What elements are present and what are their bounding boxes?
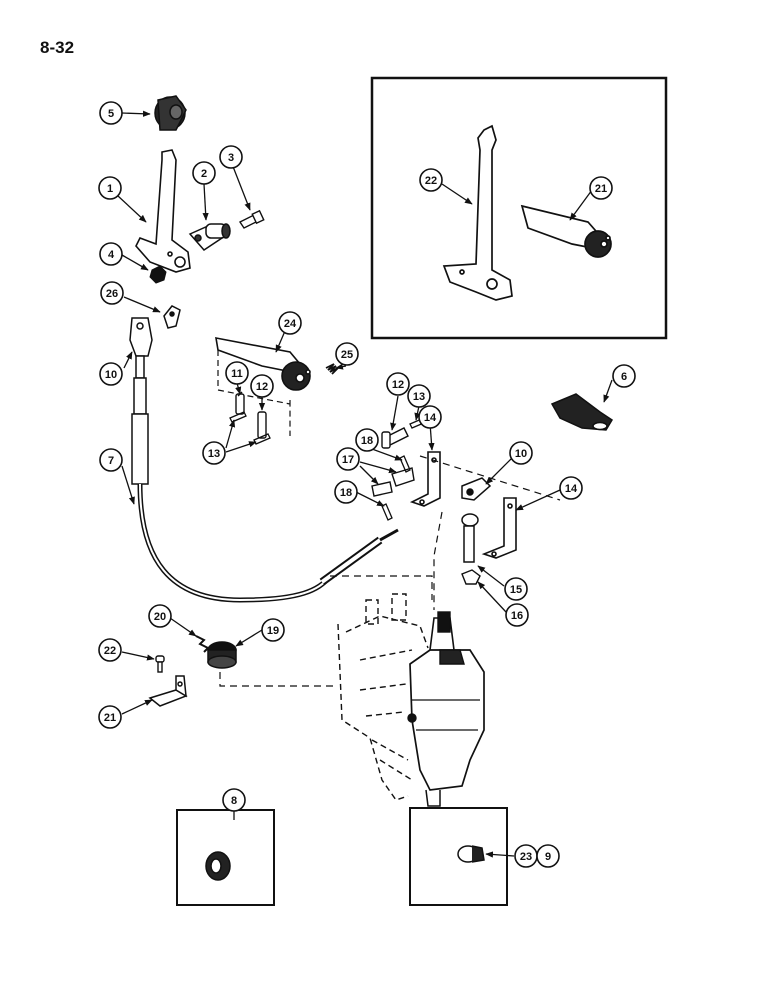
part-control-cable (131, 377, 399, 603)
callout-14-lower: 14 (559, 476, 583, 500)
svg-text:25: 25 (341, 349, 353, 361)
callout-9: 9 (536, 844, 560, 868)
svg-text:22: 22 (425, 175, 437, 187)
part-inset-bracket-21 (520, 204, 612, 258)
svg-text:7: 7 (108, 455, 114, 467)
svg-text:8: 8 (231, 795, 237, 807)
svg-text:24: 24 (284, 318, 297, 330)
svg-text:14: 14 (565, 483, 578, 495)
callout-2: 2 (192, 161, 216, 185)
callout-16: 16 (505, 603, 529, 627)
callout-6: 6 (612, 364, 636, 388)
part-inset-lever-22 (442, 124, 513, 301)
callout-25: 25 (335, 342, 359, 366)
svg-text:19: 19 (267, 625, 279, 637)
svg-text:9: 9 (545, 851, 551, 863)
part-nut-16 (461, 569, 481, 585)
callout-21-lower: 21 (98, 705, 122, 729)
part-bracket-14-upper (409, 451, 441, 507)
callout-7: 7 (99, 448, 123, 472)
callout-22-inset: 22 (419, 168, 443, 192)
svg-text:13: 13 (413, 391, 425, 403)
callout-4: 4 (99, 242, 123, 266)
callout-21-inset: 21 (589, 176, 613, 200)
callout-10-left: 10 (99, 362, 123, 386)
svg-text:2: 2 (201, 168, 207, 180)
svg-text:17: 17 (342, 454, 354, 466)
inset-box-alt-lever (370, 76, 668, 340)
svg-text:22: 22 (104, 645, 116, 657)
svg-text:26: 26 (106, 288, 118, 300)
callout-26: 26 (100, 281, 124, 305)
svg-text:12: 12 (392, 379, 404, 391)
callout-19: 19 (261, 618, 285, 642)
svg-text:21: 21 (595, 183, 607, 195)
callout-20: 20 (148, 604, 172, 628)
callout-10-right: 10 (509, 441, 533, 465)
part-spring-20 (195, 635, 210, 653)
part-mounting-bracket-6 (550, 393, 614, 431)
svg-text:16: 16 (511, 610, 523, 622)
part-clevis-right (461, 477, 492, 501)
inset-box-part-23-9 (409, 807, 508, 906)
svg-text:6: 6 (621, 371, 627, 383)
part-nut-4 (149, 265, 167, 284)
callout-5: 5 (99, 101, 123, 125)
part-plug-23-9 (457, 845, 485, 863)
part-grip-sleeve (154, 95, 187, 131)
svg-text:23: 23 (520, 851, 532, 863)
svg-text:12: 12 (256, 381, 268, 393)
part-bracket-21 (148, 675, 188, 707)
callout-8: 8 (222, 788, 246, 812)
part-pins-11-12 (235, 391, 267, 439)
callout-3: 3 (219, 145, 243, 169)
part-clip-26 (163, 305, 181, 329)
callout-13-right: 13 (407, 384, 431, 408)
callout-1: 1 (98, 176, 122, 200)
callout-23: 23 (514, 844, 538, 868)
callout-24: 24 (278, 311, 302, 335)
svg-text:18: 18 (340, 487, 352, 499)
callout-11: 11 (225, 361, 249, 385)
svg-text:20: 20 (154, 611, 166, 623)
part-control-valve-body (337, 593, 485, 807)
callout-15: 15 (504, 577, 528, 601)
callout-18-lower: 18 (334, 480, 358, 504)
part-clevis-left (129, 317, 153, 379)
part-seal-8 (205, 851, 231, 881)
part-shift-lever (135, 149, 191, 273)
svg-text:10: 10 (105, 369, 117, 381)
part-pin-12-right (381, 427, 409, 449)
callout-13-left: 13 (202, 441, 226, 465)
callout-17: 17 (336, 447, 360, 471)
svg-text:18: 18 (361, 435, 373, 447)
callout-12-left: 12 (250, 374, 274, 398)
part-bolt (238, 209, 265, 229)
svg-text:10: 10 (515, 448, 527, 460)
callout-22-lower: 22 (98, 638, 122, 662)
inset-box-part-8 (176, 809, 275, 906)
page-number: 8-32 (40, 38, 75, 57)
svg-text:5: 5 (108, 108, 114, 120)
part-spring-25 (325, 363, 339, 375)
part-pins-17 (371, 467, 415, 497)
svg-text:4: 4 (108, 249, 115, 261)
svg-text:3: 3 (228, 152, 234, 164)
part-screw-22 (155, 655, 165, 673)
callout-14-upper: 14 (418, 405, 442, 429)
svg-text:1: 1 (107, 183, 113, 195)
part-rod-end-15 (461, 513, 479, 563)
callout-12-right: 12 (386, 372, 410, 396)
dashed-link-24 (217, 350, 291, 436)
part-bracket-14-lower (481, 497, 517, 559)
callout-18-upper: 18 (355, 428, 379, 452)
part-knob-19 (207, 641, 237, 669)
svg-text:13: 13 (208, 448, 220, 460)
svg-text:11: 11 (231, 368, 243, 380)
svg-text:14: 14 (424, 412, 437, 424)
svg-text:15: 15 (510, 584, 522, 596)
svg-text:21: 21 (104, 712, 116, 724)
part-pivot-bracket (188, 223, 231, 251)
